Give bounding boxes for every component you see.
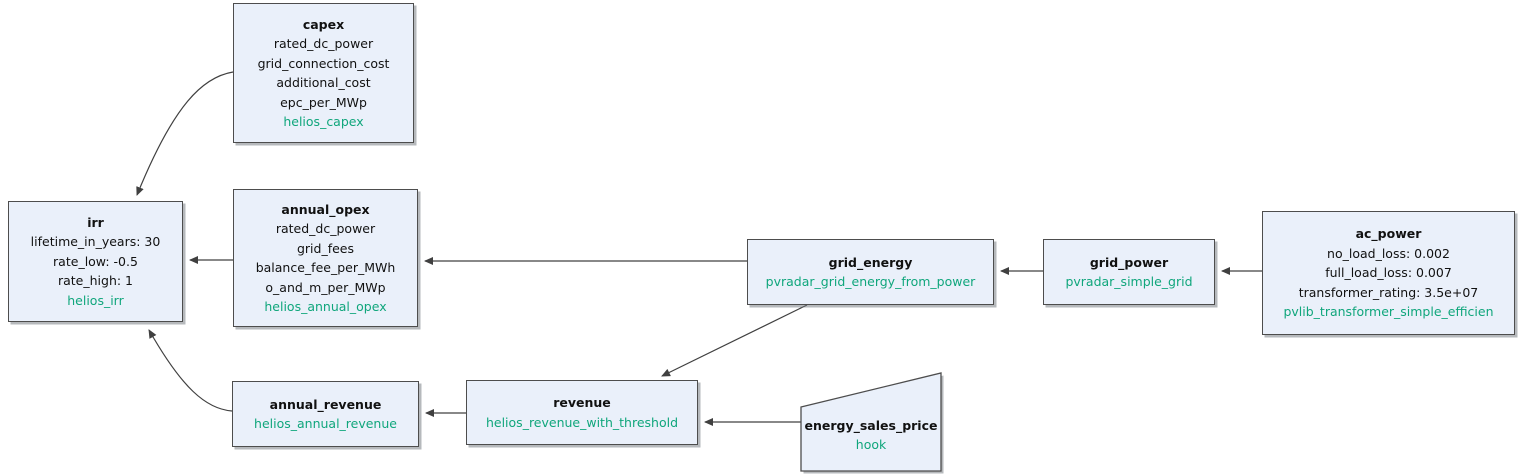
node-param: rate_low: -0.5 — [53, 253, 138, 269]
node-param: lifetime_in_years: 30 — [30, 234, 161, 250]
node-param: o_and_m_per_MWp — [265, 279, 386, 295]
node-param: no_load_loss: 0.002 — [1327, 245, 1450, 261]
node-title: revenue — [553, 395, 611, 410]
node-param: rated_dc_power — [275, 221, 376, 236]
node-param: grid_fees — [296, 240, 355, 256]
node-param: grid_connection_cost — [257, 55, 390, 71]
node-grid_energy: grid_energy pvradar_grid_energy_from_powe… — [747, 239, 994, 305]
node-param: additional_cost — [276, 75, 371, 90]
shape-group — [800, 372, 944, 474]
node-title: irr — [87, 214, 104, 230]
node-function: helios_capex — [283, 114, 364, 129]
node-title: grid_energy — [828, 254, 913, 270]
edge-group — [136, 71, 1262, 426]
node-title: energy_sales_price — [804, 417, 938, 433]
node-param: balance_fee_per_MWh — [255, 260, 396, 275]
node-function: helios_irr — [67, 292, 124, 308]
node-param: rate_high: 1 — [57, 273, 134, 289]
edge-grid_energy-to-revenue — [661, 304, 808, 377]
node-title: grid_power — [1089, 254, 1169, 270]
node-function: hook — [855, 437, 887, 452]
node-function: pvradar_simple_grid — [1065, 274, 1193, 289]
node-param: full_load_loss: 0.007 — [1325, 265, 1452, 281]
node-irr: irr lifetime_in_years: 30 rate_low: -0.5 ra… — [8, 201, 183, 322]
flag-shape-energy_sales_price — [800, 372, 942, 472]
node-title: capex — [302, 16, 345, 32]
node-param: transformer_rating: 3.5e+07 — [1298, 284, 1479, 300]
node-grid_power: grid_power pvradar_simple_grid — [1043, 239, 1215, 305]
node-param: epc_per_MWp — [280, 94, 367, 110]
node-param: rated_dc_power — [273, 36, 374, 51]
node-function: pvlib_transformer_simple_efficien — [1283, 304, 1494, 320]
node-function: helios_annual_revenue — [254, 416, 397, 431]
edge-annual_revenue-to-irr — [148, 329, 233, 412]
edge-capex-to-irr — [136, 71, 234, 196]
node-title: ac_power — [1355, 226, 1422, 242]
node-ac_power: ac_power no_load_loss: 0.002 full_load_los… — [1262, 211, 1515, 335]
node-title: annual_opex — [281, 201, 370, 217]
node-function: pvradar_grid_energy_from_power — [765, 274, 976, 289]
node-title: annual_revenue — [269, 396, 382, 412]
node-function: helios_revenue_with_threshold — [485, 414, 679, 430]
node-revenue: revenue helios_revenue_with_threshold — [466, 380, 698, 445]
node-function: helios_annual_opex — [264, 299, 387, 314]
node-annual_revenue: annual_revenue helios_annual_revenue — [232, 381, 419, 447]
